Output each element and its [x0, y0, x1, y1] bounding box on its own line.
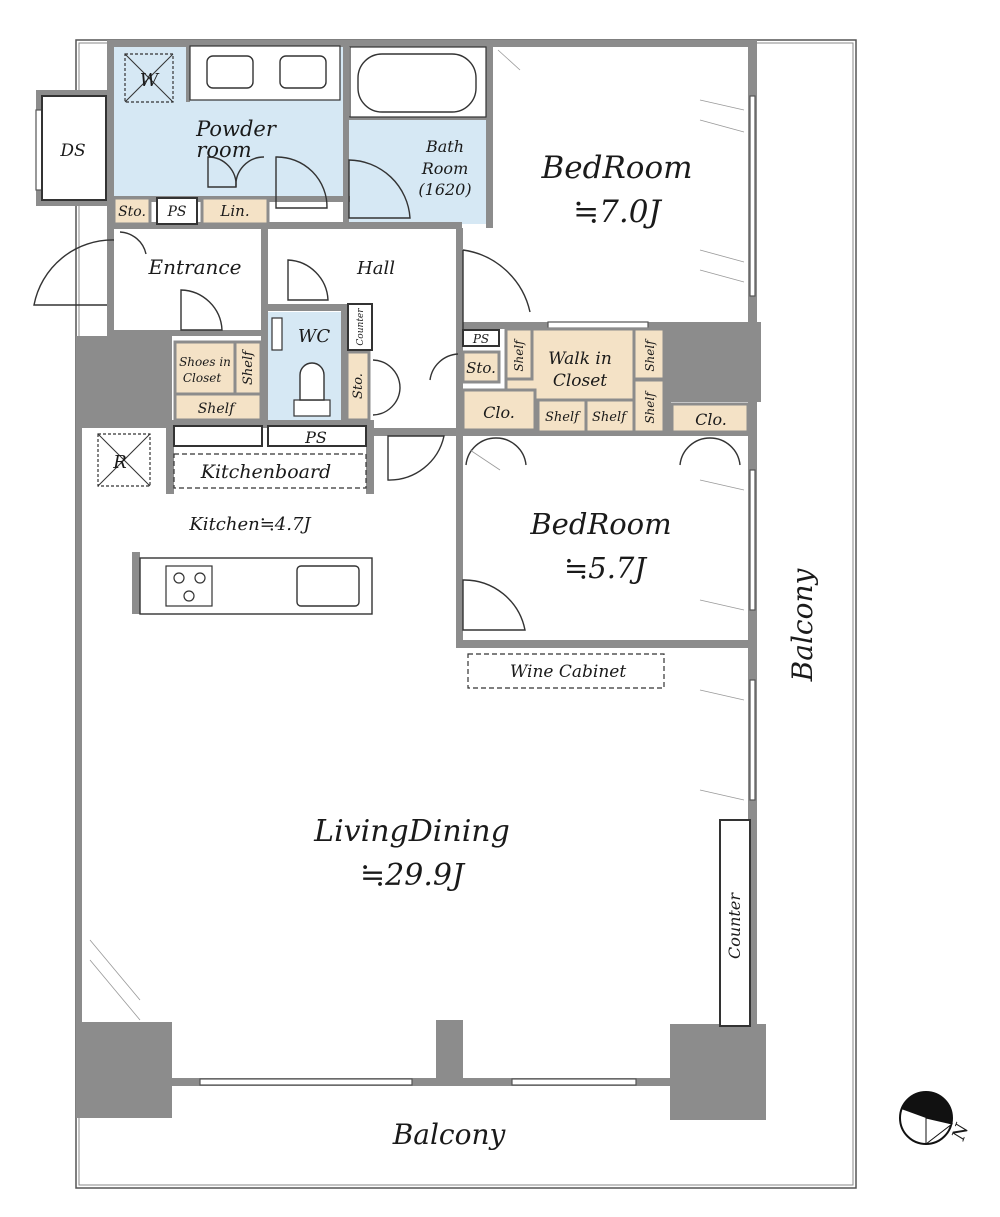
kitchenboard-label: Kitchenboard [200, 461, 331, 483]
kitchen-label: Kitchen≒4.7J [188, 514, 312, 535]
living-dining-label: LivingDining [313, 814, 510, 849]
kitchenboard [173, 453, 367, 489]
sto-mid-label: Sto. [466, 359, 496, 377]
bath-room-label-2: Room [421, 159, 468, 178]
washer-icon [124, 53, 174, 103]
shoes-shelf-side-label: Shelf [241, 349, 256, 385]
wic-shelves [504, 327, 666, 434]
room-fills [80, 46, 752, 1078]
shoes-closet-shelf-bottom [173, 392, 263, 422]
wc-label: WC [298, 326, 331, 347]
ps-top-label: PS [166, 204, 186, 220]
counter-small [347, 303, 373, 351]
ds-box [41, 95, 107, 201]
counter-small-label: Counter [356, 308, 366, 346]
refrigerator-label: R [112, 452, 127, 473]
shoes-closet-label-2: Closet [183, 371, 222, 385]
wic-shelf-left-label: Shelf [512, 338, 526, 372]
sto-mid [461, 350, 501, 384]
compass-icon [899, 1091, 954, 1146]
ps-mid [462, 329, 500, 347]
refrigerator-icon [97, 433, 151, 487]
clo-2 [670, 402, 750, 434]
ps-kitchen-label: PS [304, 428, 327, 447]
wic-shelf-right1-label: Shelf [643, 338, 657, 372]
wic-label-2: Closet [553, 371, 607, 391]
sto-wc-label: Sto. [351, 373, 366, 399]
walls [36, 40, 766, 1120]
shoes-shelf-bottom-label: Shelf [198, 401, 237, 417]
stove-icon [165, 565, 213, 607]
clo2-label: Clo. [695, 410, 727, 429]
wic-shelf-bottom1-label: Shelf [545, 410, 581, 425]
hall-label: Hall [356, 258, 395, 279]
balcony-east-label: Balcony [786, 568, 819, 683]
living-dining-size: ≒29.9J [360, 858, 466, 893]
clo1-label: Clo. [483, 403, 515, 422]
bath-room-floor [349, 118, 486, 224]
north-label: N [948, 1120, 974, 1144]
kitchen-shelf [173, 425, 263, 447]
storage-units [41, 95, 751, 1027]
bedroom1-size: ≒7.0J [573, 194, 662, 230]
wic-label: Walk in [548, 349, 612, 369]
bath-room-label: Bath [425, 137, 464, 156]
counter-large [719, 819, 751, 1027]
wine-cabinet-label: Wine Cabinet [510, 662, 626, 682]
powder-room-label-2: room [196, 138, 251, 162]
kitchen-sink-icon [296, 565, 360, 607]
bedroom2-size: ≒5.7J [564, 551, 647, 585]
shoes-closet-label: Shoes in [179, 355, 231, 369]
ps-mid-label: PS [472, 332, 489, 346]
wic-shelf-right2-label: Shelf [643, 390, 657, 424]
bathtub-icon [349, 46, 487, 118]
sto-top [112, 196, 152, 226]
sink-icon [189, 45, 341, 101]
ds-label: DS [59, 141, 85, 161]
toilet-icon [271, 317, 331, 417]
powder-room-label: Powder [195, 117, 278, 141]
doors [33, 156, 741, 631]
living-dining-floor [80, 428, 752, 1078]
wine-cabinet [467, 653, 665, 689]
linen [200, 196, 270, 226]
clo-1 [461, 388, 537, 432]
washer-label: W [140, 70, 160, 91]
sto-top-label: Sto. [118, 204, 146, 220]
balcony-south-label: Balcony [392, 1118, 507, 1151]
bedroom2-label: BedRoom [529, 507, 671, 541]
windows [35, 95, 756, 1086]
bedroom1-label: BedRoom [540, 150, 692, 186]
linen-label: Lin. [219, 202, 249, 220]
window-hatching [89, 49, 745, 1021]
ps-kitchen [267, 425, 367, 447]
room-labels: Powder room Bath Room (1620) W DS Sto. P… [59, 70, 973, 1151]
counter-large-label: Counter [725, 892, 744, 959]
ps-top [156, 197, 198, 225]
bath-room-size: (1620) [418, 180, 471, 199]
sto-wc [345, 350, 371, 422]
wic-shelf-bottom2-label: Shelf [592, 410, 628, 425]
entrance-label: Entrance [148, 255, 242, 279]
